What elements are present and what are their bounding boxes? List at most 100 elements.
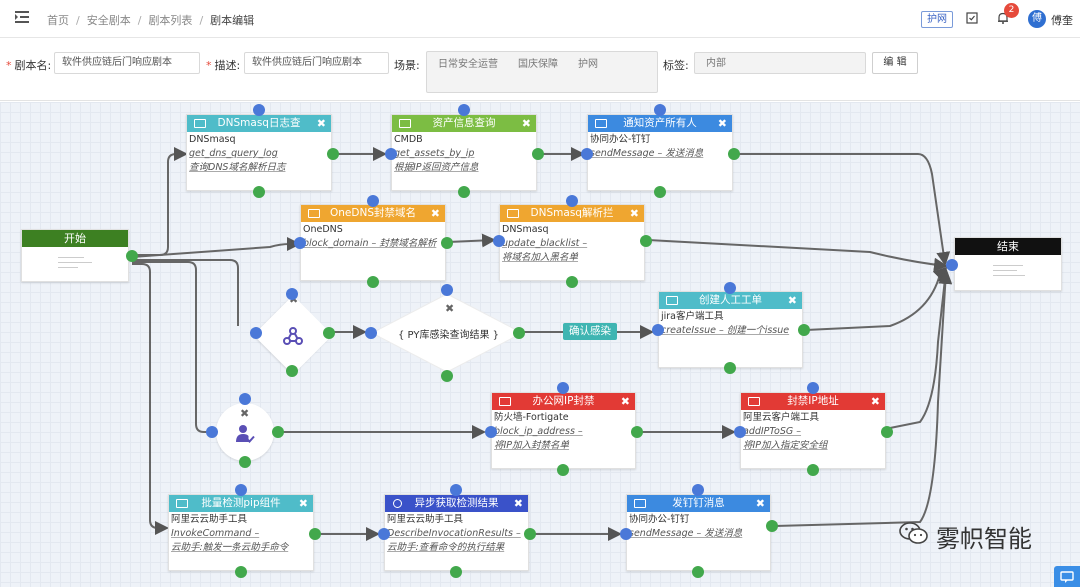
- in-port[interactable]: [566, 195, 578, 207]
- close-icon[interactable]: ✖: [717, 117, 727, 130]
- chat-icon[interactable]: [1054, 566, 1080, 587]
- out-port[interactable]: [441, 237, 453, 249]
- in-port[interactable]: [367, 195, 379, 207]
- close-icon[interactable]: ✖: [521, 117, 531, 130]
- in-port[interactable]: [365, 327, 377, 339]
- in-port[interactable]: [253, 104, 265, 116]
- out-port[interactable]: [724, 362, 736, 374]
- out-port[interactable]: [253, 186, 265, 198]
- close-icon[interactable]: ✖: [430, 207, 440, 220]
- in-port[interactable]: [654, 104, 666, 116]
- breadcrumb-home[interactable]: 首页: [47, 14, 69, 27]
- edit-button[interactable]: 编 辑: [872, 52, 918, 74]
- out-port[interactable]: [323, 327, 335, 339]
- out-port[interactable]: [640, 235, 652, 247]
- in-port[interactable]: [557, 382, 569, 394]
- in-port[interactable]: [807, 382, 819, 394]
- node-func: block_ip_address –: [494, 426, 583, 437]
- breadcrumb-playbooks[interactable]: 安全剧本: [86, 14, 131, 27]
- close-icon[interactable]: ✖: [240, 407, 250, 420]
- close-icon[interactable]: ✖: [755, 497, 765, 510]
- out-port[interactable]: [235, 566, 247, 578]
- out-port[interactable]: [513, 327, 525, 339]
- close-icon[interactable]: ✖: [629, 207, 639, 220]
- in-port[interactable]: [724, 282, 736, 294]
- checklist-icon[interactable]: [965, 11, 979, 25]
- out-port[interactable]: [798, 324, 810, 336]
- in-port[interactable]: [450, 484, 462, 496]
- out-port[interactable]: [272, 426, 284, 438]
- in-port[interactable]: [734, 426, 746, 438]
- close-icon[interactable]: ✖: [298, 497, 308, 510]
- close-icon[interactable]: ✖: [620, 395, 630, 408]
- close-icon[interactable]: ✖: [870, 395, 880, 408]
- out-port[interactable]: [327, 148, 339, 160]
- out-port[interactable]: [692, 566, 704, 578]
- close-icon[interactable]: ✖: [316, 117, 326, 130]
- close-icon[interactable]: ✖: [513, 497, 523, 510]
- in-port[interactable]: [378, 528, 390, 540]
- out-port[interactable]: [450, 566, 462, 578]
- in-port[interactable]: [458, 104, 470, 116]
- in-port[interactable]: [620, 528, 632, 540]
- end-node[interactable]: 结束: [954, 237, 1062, 291]
- in-port[interactable]: [250, 327, 262, 339]
- username[interactable]: 傅奎: [1051, 14, 1073, 27]
- env-tag[interactable]: 护网: [921, 11, 953, 28]
- name-input[interactable]: 软件供应链后门响应剧本: [54, 52, 200, 74]
- in-port[interactable]: [652, 324, 664, 336]
- out-port[interactable]: [458, 186, 470, 198]
- start-node[interactable]: 开始: [21, 229, 129, 282]
- in-port[interactable]: [441, 284, 453, 296]
- close-icon[interactable]: ✖: [787, 294, 797, 307]
- in-port[interactable]: [235, 484, 247, 496]
- menu-fold-icon[interactable]: [15, 11, 31, 25]
- in-port[interactable]: [294, 237, 306, 249]
- out-port[interactable]: [532, 148, 544, 160]
- breadcrumb-playbook-list[interactable]: 剧本列表: [148, 14, 193, 27]
- out-port[interactable]: [566, 276, 578, 288]
- tags-select[interactable]: 内部: [694, 52, 866, 74]
- out-port[interactable]: [286, 365, 298, 377]
- out-port[interactable]: [631, 426, 643, 438]
- in-port[interactable]: [692, 484, 704, 496]
- out-port[interactable]: [524, 528, 536, 540]
- out-port[interactable]: [807, 464, 819, 476]
- out-port[interactable]: [881, 426, 893, 438]
- close-icon[interactable]: ✖: [445, 302, 455, 315]
- out-port[interactable]: [441, 370, 453, 382]
- out-port[interactable]: [309, 528, 321, 540]
- avatar[interactable]: 傅: [1028, 10, 1046, 28]
- out-port[interactable]: [367, 276, 379, 288]
- node-desc: 查询DNS域名解析日志: [189, 162, 286, 173]
- in-port[interactable]: [581, 148, 593, 160]
- out-port[interactable]: [766, 520, 778, 532]
- out-port[interactable]: [557, 464, 569, 476]
- in-port[interactable]: [385, 148, 397, 160]
- desc-input[interactable]: 软件供应链后门响应剧本: [244, 52, 389, 74]
- out-port[interactable]: [654, 186, 666, 198]
- scene-select[interactable]: 日常安全运营 国庆保障 护网: [426, 51, 658, 93]
- in-port[interactable]: [485, 426, 497, 438]
- in-port[interactable]: [286, 288, 298, 300]
- out-port[interactable]: [239, 456, 251, 468]
- branch-label[interactable]: 确认感染: [563, 323, 617, 340]
- in-port[interactable]: [206, 426, 218, 438]
- start-out-port[interactable]: [126, 250, 138, 262]
- in-port[interactable]: [493, 235, 505, 247]
- end-in-port[interactable]: [946, 259, 958, 271]
- out-port[interactable]: [728, 148, 740, 160]
- in-port[interactable]: [239, 393, 251, 405]
